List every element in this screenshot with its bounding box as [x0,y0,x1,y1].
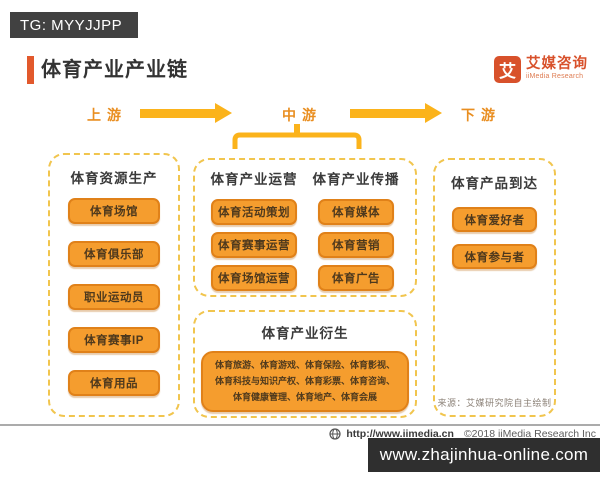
downstream-group-box: 体育产品到达 体育爱好者 体育参与者 来源：艾媒研究院自主绘制 [433,158,556,417]
iimedia-logo: 艾 艾媒咨询 iiMedia Research [494,56,588,83]
page-title: 体育产业产业链 [41,59,188,81]
derivative-group-box: 体育产业衍生 体育旅游、体育游戏、体育保险、体育影视、体育科技与知识产权、体育彩… [193,310,417,418]
flow-arrow-right-icon [140,103,232,124]
node-sports-participants: 体育参与者 [452,244,537,269]
communication-column-title: 体育产业传播 [312,172,400,187]
node-sports-goods: 体育用品 [68,370,160,396]
footer-divider [0,424,600,426]
node-sports-media: 体育媒体 [318,199,394,225]
source-note: 来源：艾媒研究院自主绘制 [437,398,552,408]
globe-icon [329,428,341,440]
downstream-group-title: 体育产品到达 [451,176,538,191]
midstream-operations-column: 体育产业运营 体育活动策划 体育赛事运营 体育场馆运营 [203,168,305,291]
iimedia-logo-text: 艾媒咨询 iiMedia Research [526,56,588,81]
derivative-items-text: 体育旅游、体育游戏、体育保险、体育影视、体育科技与知识产权、体育彩票、体育咨询、… [201,351,409,413]
telegram-watermark: TG: MYYJJPP [10,12,138,38]
footer-copyright: ©2018 iiMedia Research Inc [463,428,596,440]
stage-label-midstream: 中游 [282,107,322,123]
stage-label-downstream: 下游 [461,107,501,123]
node-sports-fans: 体育爱好者 [452,207,537,232]
node-sports-clubs: 体育俱乐部 [68,241,160,267]
logo-brand-name: 艾媒咨询 [526,56,588,72]
operations-column-title: 体育产业运营 [210,172,298,187]
midstream-communication-column: 体育产业传播 体育媒体 体育营销 体育广告 [305,168,407,291]
midstream-group-box: 体育产业运营 体育活动策划 体育赛事运营 体育场馆运营 体育产业传播 体育媒体 … [193,158,417,297]
site-watermark: www.zhajinhua-online.com [368,438,600,472]
footer-url: http://www.iimedia.cn [346,428,454,440]
upstream-items: 体育场馆 体育俱乐部 职业运动员 体育赛事IP 体育用品 [50,198,178,396]
node-sports-venues: 体育场馆 [68,198,160,224]
upstream-group-title: 体育资源生产 [70,171,158,186]
stage-label-upstream: 上游 [87,107,127,123]
midstream-bracket-connector [232,124,362,149]
node-sports-marketing: 体育营销 [318,232,394,258]
node-venue-operation: 体育场馆运营 [211,265,297,291]
node-sports-event-ip: 体育赛事IP [68,327,160,353]
upstream-group-box: 体育资源生产 体育场馆 体育俱乐部 职业运动员 体育赛事IP 体育用品 [48,153,180,417]
node-competition-operation: 体育赛事运营 [211,232,297,258]
iimedia-logo-icon: 艾 [494,56,521,83]
node-sports-advertising: 体育广告 [318,265,394,291]
node-professional-athletes: 职业运动员 [68,284,160,310]
node-event-planning: 体育活动策划 [211,199,297,225]
title-accent-bar [27,56,34,84]
flow-arrow-right-icon [350,103,442,124]
logo-brand-subtitle: iiMedia Research [526,73,584,80]
footer: http://www.iimedia.cn ©2018 iiMedia Rese… [329,428,596,440]
derivative-group-title: 体育产业衍生 [261,326,349,341]
